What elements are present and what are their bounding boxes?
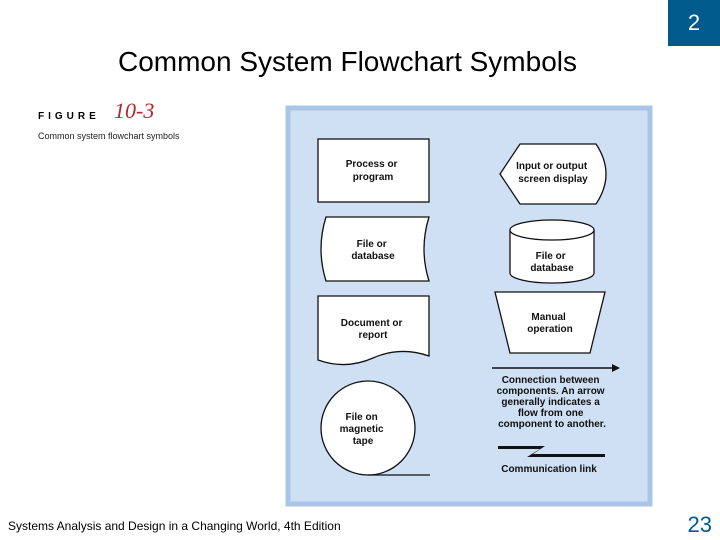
page-number: 23	[687, 512, 712, 537]
figure-label: FIGURE	[38, 111, 100, 122]
stored-data-label: File or database	[351, 239, 395, 262]
connection-label: Connection between components. An arrow …	[497, 375, 608, 430]
chapter-number: 2	[687, 10, 701, 35]
process-label: Process or program	[346, 159, 400, 183]
document-symbol	[317, 295, 430, 366]
document-label: Document or report	[341, 318, 405, 341]
display-label: Input or output screen display	[516, 161, 590, 185]
magnetic-tape-label: File on magnetic tape	[340, 412, 387, 447]
manual-operation-label: Manual operation	[527, 312, 573, 335]
communication-link-symbol	[498, 446, 605, 457]
figure-caption: Common system flowchart symbols	[38, 131, 180, 141]
connection-arrowhead	[612, 364, 620, 372]
communication-link-label: Communication link	[501, 464, 597, 475]
chapter-tab: 2	[668, 0, 720, 46]
slide-title: Common System Flowchart Symbols	[117, 46, 577, 77]
manual-operation-symbol	[494, 291, 606, 354]
footer-text: Systems Analysis and Design in a Changin…	[8, 519, 341, 533]
process-symbol	[317, 138, 430, 203]
database-cylinder-top	[509, 219, 595, 241]
database-cylinder-body	[509, 230, 595, 284]
database-label: File or database	[530, 251, 574, 274]
display-symbol	[499, 143, 607, 205]
stored-data-symbol	[320, 216, 430, 282]
figure-number: 10-3	[114, 98, 155, 123]
